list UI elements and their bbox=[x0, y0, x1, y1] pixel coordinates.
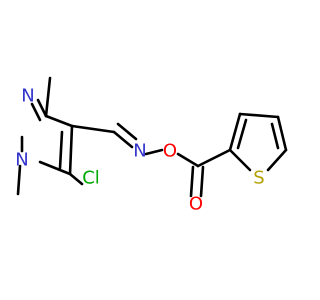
bond-c4-c5-double bbox=[58, 130, 64, 170]
bond-c3-c4 bbox=[44, 114, 74, 128]
bond-n2-c3-double bbox=[36, 98, 48, 118]
bond-n1-methyl bbox=[16, 164, 22, 196]
bond-o-c bbox=[176, 152, 200, 168]
bond-n2-c3 bbox=[30, 102, 42, 122]
bond-n-o bbox=[144, 148, 164, 156]
atom-o-ester: O bbox=[163, 141, 177, 162]
bond-c4-c5 bbox=[68, 124, 74, 176]
bond-c5-n1 bbox=[38, 160, 72, 176]
bond-c4-c5-double-th bbox=[276, 115, 288, 152]
molecule-diagram: N N Cl N O O S bbox=[15, 76, 288, 215]
bond-c4-ch bbox=[70, 124, 116, 134]
bond-ch-n-double bbox=[116, 122, 138, 141]
bond-c5-s bbox=[266, 148, 288, 172]
bond-c-thiophene bbox=[196, 148, 232, 168]
atom-s: S bbox=[253, 168, 264, 189]
bond-c5-cl bbox=[68, 172, 84, 186]
bond-c-o-double-1 bbox=[189, 165, 195, 198]
bond-ch-n bbox=[112, 130, 134, 149]
atom-o-carbonyl: O bbox=[189, 194, 203, 215]
bond-c3-c4-th bbox=[238, 112, 280, 119]
atom-n2: N bbox=[21, 86, 34, 107]
bond-c2-c3-inner bbox=[236, 118, 248, 150]
bond-c2-c3-double bbox=[228, 112, 242, 152]
bond-c4-c5-inner-th bbox=[270, 122, 280, 150]
bond-c3-methyl bbox=[44, 76, 52, 118]
atom-cl: Cl bbox=[82, 168, 100, 189]
bond-c-o-double-2 bbox=[199, 165, 205, 198]
atom-n-oxime: N bbox=[133, 141, 146, 162]
bond-s-c2 bbox=[228, 148, 252, 172]
atom-n1: N bbox=[15, 150, 28, 171]
